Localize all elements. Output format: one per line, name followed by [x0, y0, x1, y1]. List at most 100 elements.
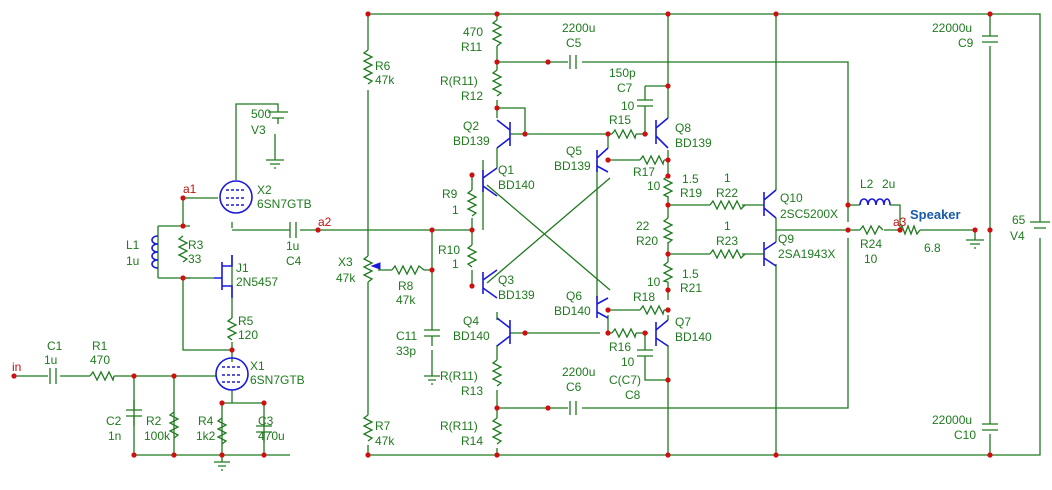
label-Q6-val: BD140 [554, 304, 591, 318]
label-R6-val: 47k [375, 73, 395, 87]
label-X3-val: 47k [336, 271, 356, 285]
R4-symbol [216, 417, 228, 445]
speaker-value: 6.8 [924, 241, 941, 255]
speaker-title: Speaker [910, 207, 961, 222]
label-C4-ref: C4 [286, 254, 302, 268]
label-R11-val: 470 [463, 25, 483, 39]
label-R19-ref: R19 [680, 186, 702, 200]
label-R16-ref: R16 [609, 340, 631, 354]
label-C8-val: C(C7) [609, 373, 641, 387]
label-Q1-val: BD140 [498, 178, 535, 192]
label-C2-ref: C2 [106, 414, 122, 428]
label-R8-ref: R8 [398, 279, 414, 293]
label-C11-val: 33p [396, 344, 416, 358]
label-R19-val: 1.5 [682, 172, 699, 186]
label-Q10-val: 2SC5200X [780, 207, 838, 221]
R17-symbol [639, 154, 665, 166]
label-R20-val: 22 [636, 219, 650, 233]
label-R17-val: 10 [647, 179, 661, 193]
R18-symbol [639, 304, 665, 316]
R22-symbol [709, 199, 746, 211]
label-C6-ref: C6 [566, 380, 582, 394]
speaker-symbol [899, 224, 921, 236]
Q5-symbol [596, 147, 609, 173]
tubes [215, 180, 253, 391]
label-Q6-ref: Q6 [566, 289, 582, 303]
C7-symbol [637, 99, 653, 115]
X3-wiper [370, 262, 381, 270]
label-R5-val: 120 [238, 328, 258, 342]
label-C3-val: 470u [258, 429, 285, 443]
label-C1-ref: C1 [47, 339, 63, 353]
label-Q5-ref: Q5 [566, 144, 582, 158]
R3-symbol [177, 235, 189, 263]
resistors [89, 19, 921, 445]
C3-symbol [256, 418, 272, 442]
V3-symbol [268, 111, 288, 124]
label-R18-val: 10 [647, 275, 661, 289]
label-C7-ref: C7 [617, 81, 633, 95]
label-R4-val: 1k2 [196, 429, 216, 443]
label-J1-val: 2N5457 [236, 275, 278, 289]
C9-symbol [982, 35, 998, 43]
label-C11-ref: C11 [396, 329, 417, 343]
label-Q2-ref: Q2 [463, 119, 479, 133]
label-C2-val: 1n [108, 429, 121, 443]
Q3-symbol [482, 269, 498, 299]
Q1-symbol [482, 167, 498, 197]
label-C5-val: 2200u [562, 21, 595, 35]
R2-symbol [168, 411, 180, 439]
label-L2-ref: L2 [860, 177, 874, 191]
label-L1-ref: L1 [126, 238, 140, 252]
label-R16-val: 10 [621, 355, 635, 369]
R7-symbol [362, 414, 374, 442]
label-C1-val: 1u [44, 353, 57, 367]
label-Q9-ref: Q9 [778, 232, 794, 246]
ground-v3 [266, 159, 284, 169]
label-R7-ref: R7 [375, 419, 391, 433]
label-R18-ref: R18 [633, 290, 655, 304]
label-Q8-val: BD139 [675, 136, 712, 150]
label-R8-val: 47k [396, 293, 416, 307]
R1-symbol [89, 370, 115, 382]
Q9-symbol [763, 241, 777, 267]
R24-symbol [859, 224, 884, 236]
label-R1-val: 470 [90, 353, 110, 367]
R14-symbol [491, 417, 503, 445]
junctions [11, 11, 993, 458]
label-R6-ref: R6 [375, 59, 391, 73]
label-R20-ref: R20 [636, 234, 658, 248]
label-R23-ref: R23 [716, 234, 738, 248]
ground-speaker [966, 239, 984, 249]
label-C3-ref: C3 [258, 414, 274, 428]
label-R3-ref: R3 [188, 238, 204, 252]
label-R7-val: 47k [375, 434, 395, 448]
label-R11-ref: R11 [461, 40, 482, 54]
C4-symbol [289, 222, 297, 238]
label-X2-val: 6SN7GTB [257, 197, 312, 211]
R5-symbol [226, 317, 238, 341]
R6-symbol [362, 49, 374, 85]
label-R13-val: R(R11) [440, 369, 478, 383]
label-C5-ref: C5 [566, 36, 582, 50]
label-Q8-ref: Q8 [675, 121, 691, 135]
grounds [214, 159, 984, 471]
label-R4-ref: R4 [198, 414, 214, 428]
label-R24-ref: R24 [860, 237, 882, 251]
R19-symbol [662, 175, 674, 198]
label-Q10-ref: Q10 [780, 191, 803, 205]
R21-symbol [662, 261, 674, 283]
label-R22-val: 1 [724, 171, 731, 185]
net-a3: a3 [893, 215, 907, 229]
C11-symbol [424, 329, 440, 346]
net-in: in [12, 360, 21, 374]
transistors [214, 117, 777, 347]
R12-symbol [491, 69, 503, 97]
C10-symbol [982, 423, 998, 431]
R9-symbol [466, 189, 478, 217]
ground-c11 [424, 375, 440, 385]
label-R24-val: 10 [864, 252, 878, 266]
label-X3-ref: X3 [338, 255, 353, 269]
label-X2-ref: X2 [257, 183, 272, 197]
